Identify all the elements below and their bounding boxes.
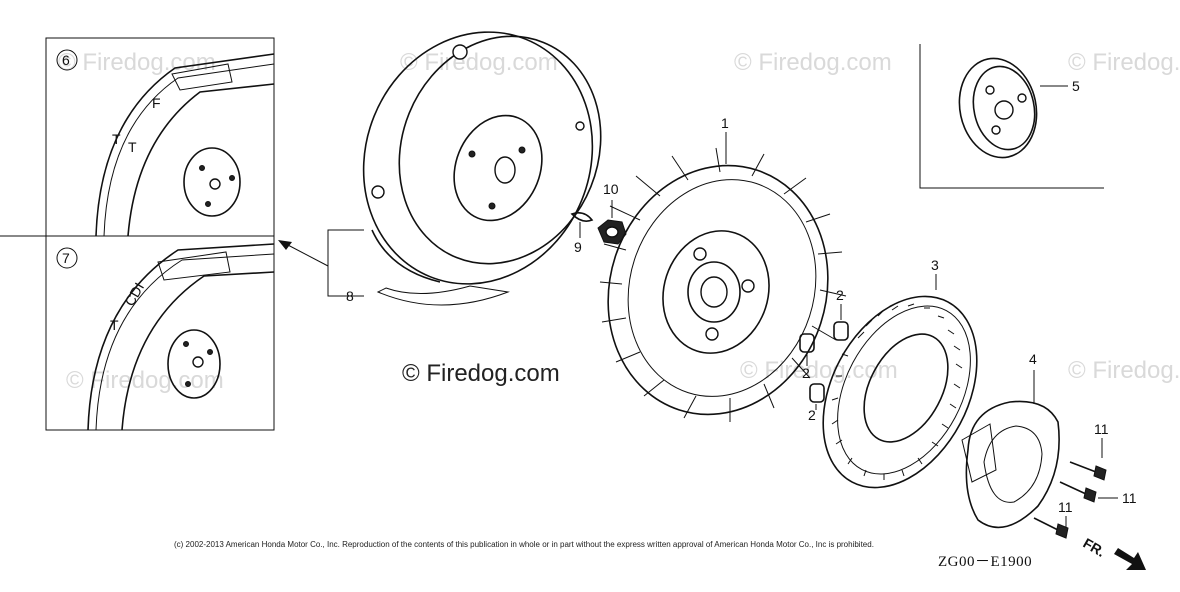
- flywheel-rim-inner: [103, 63, 275, 237]
- flywheel-rim-outer: [95, 53, 275, 237]
- flange-bolt: [1033, 517, 1069, 539]
- center-watermark: © Firedog.com: [402, 360, 560, 387]
- arrow-head: [278, 240, 292, 250]
- watermark: © Firedog.com: [734, 49, 892, 76]
- flywheel-face: [398, 35, 602, 265]
- flange-bolt: [1069, 461, 1107, 481]
- timing-mark-f: F: [152, 95, 161, 111]
- front-direction-indicator: FR.: [1081, 535, 1146, 570]
- callout-1: 1: [721, 115, 729, 131]
- flywheel-rim-outer: [87, 243, 275, 431]
- callout-11: 11: [1122, 490, 1137, 506]
- ratchet-outer: [965, 400, 1060, 529]
- starter-cup-inset: 5: [919, 44, 1104, 189]
- copyright-notice: (c) 2002-2013 American Honda Motor Co., …: [174, 540, 874, 549]
- callout-3: 3: [931, 257, 939, 273]
- mark-plate: [157, 251, 231, 281]
- pulley-outer: [822, 295, 978, 489]
- callout-circle: [56, 49, 78, 71]
- pulley-center: [863, 333, 949, 443]
- watermark: © Firedog.com: [400, 49, 558, 76]
- callout-circle: [56, 247, 78, 269]
- rim-hole: [452, 44, 468, 60]
- marker-plate: [376, 285, 510, 306]
- flywheel-face-edge: [121, 271, 275, 431]
- callout-8: 8: [346, 288, 354, 304]
- callout-2: 2: [836, 287, 844, 303]
- callout-11: 11: [1094, 421, 1109, 437]
- callout-10: 10: [603, 181, 619, 197]
- callout-5: 5: [1072, 78, 1080, 94]
- starter-pulley: 3: [822, 257, 978, 489]
- detail-panels: 6 T T F 7 T CDI: [0, 37, 275, 431]
- callout-4: 4: [1029, 351, 1037, 367]
- rim-hole: [371, 185, 385, 199]
- ratchet-plate: 4: [961, 351, 1060, 529]
- spacers: 2 2 2: [799, 287, 849, 423]
- cooling-fan: 1: [599, 115, 847, 422]
- flywheel-assembly: 8: [278, 31, 602, 306]
- hub-plate: [183, 147, 241, 217]
- flywheel-outer: [362, 31, 594, 285]
- detail-frame: [45, 37, 275, 431]
- pulley-slots: [831, 303, 963, 480]
- fan-bore: [700, 276, 728, 308]
- fan-hub: [662, 230, 770, 354]
- callout-7: 7: [62, 250, 70, 266]
- crank-bore: [494, 156, 516, 184]
- flywheel-face-edge: [127, 83, 275, 237]
- detail-7: 7 T CDI: [56, 243, 275, 431]
- hub-hole: [192, 356, 204, 368]
- watermark: © Firedog.com: [58, 49, 216, 76]
- timing-mark-t: T: [112, 131, 121, 147]
- watermark: © Firedog.com: [66, 367, 224, 394]
- timing-mark-t: T: [128, 139, 137, 155]
- front-arrow-icon: [1114, 548, 1146, 570]
- spacer: [809, 383, 825, 403]
- callout-9: 9: [574, 239, 582, 255]
- timing-mark-t: T: [110, 317, 119, 333]
- hub-hole: [209, 178, 221, 190]
- detail-6: 6 T T F: [56, 49, 275, 237]
- watermark: © Firedog.com: [740, 357, 898, 384]
- front-label: FR.: [1081, 535, 1109, 560]
- spacer: [799, 333, 815, 353]
- woodruff-key: [570, 212, 594, 222]
- figure-code: ZG00－E1900: [938, 554, 1033, 570]
- inset-frame: [919, 44, 1104, 189]
- key-and-nut: 9 10: [570, 181, 627, 255]
- hub-plate: [167, 329, 221, 399]
- watermark: © Firedog.com: [1068, 357, 1180, 384]
- flange-bolt: [1059, 481, 1097, 503]
- cup-outer: [958, 57, 1038, 159]
- detail-arrow: [285, 243, 329, 267]
- flywheel-hub-plate: [453, 114, 543, 222]
- bolts: 11 11 11: [1033, 421, 1137, 539]
- watermark: © Firedog.com: [1068, 49, 1180, 76]
- spacer: [833, 321, 849, 341]
- fan-outer: [607, 164, 829, 416]
- flywheel-rim-inner: [95, 253, 275, 431]
- callout-2: 2: [808, 407, 816, 423]
- timing-mark-cdi: CDI: [121, 280, 147, 309]
- callout-6: 6: [62, 52, 70, 68]
- fan-fins: [599, 147, 847, 422]
- callout-2: 2: [802, 365, 810, 381]
- callout-11: 11: [1058, 499, 1073, 515]
- mark-plate: [171, 63, 233, 91]
